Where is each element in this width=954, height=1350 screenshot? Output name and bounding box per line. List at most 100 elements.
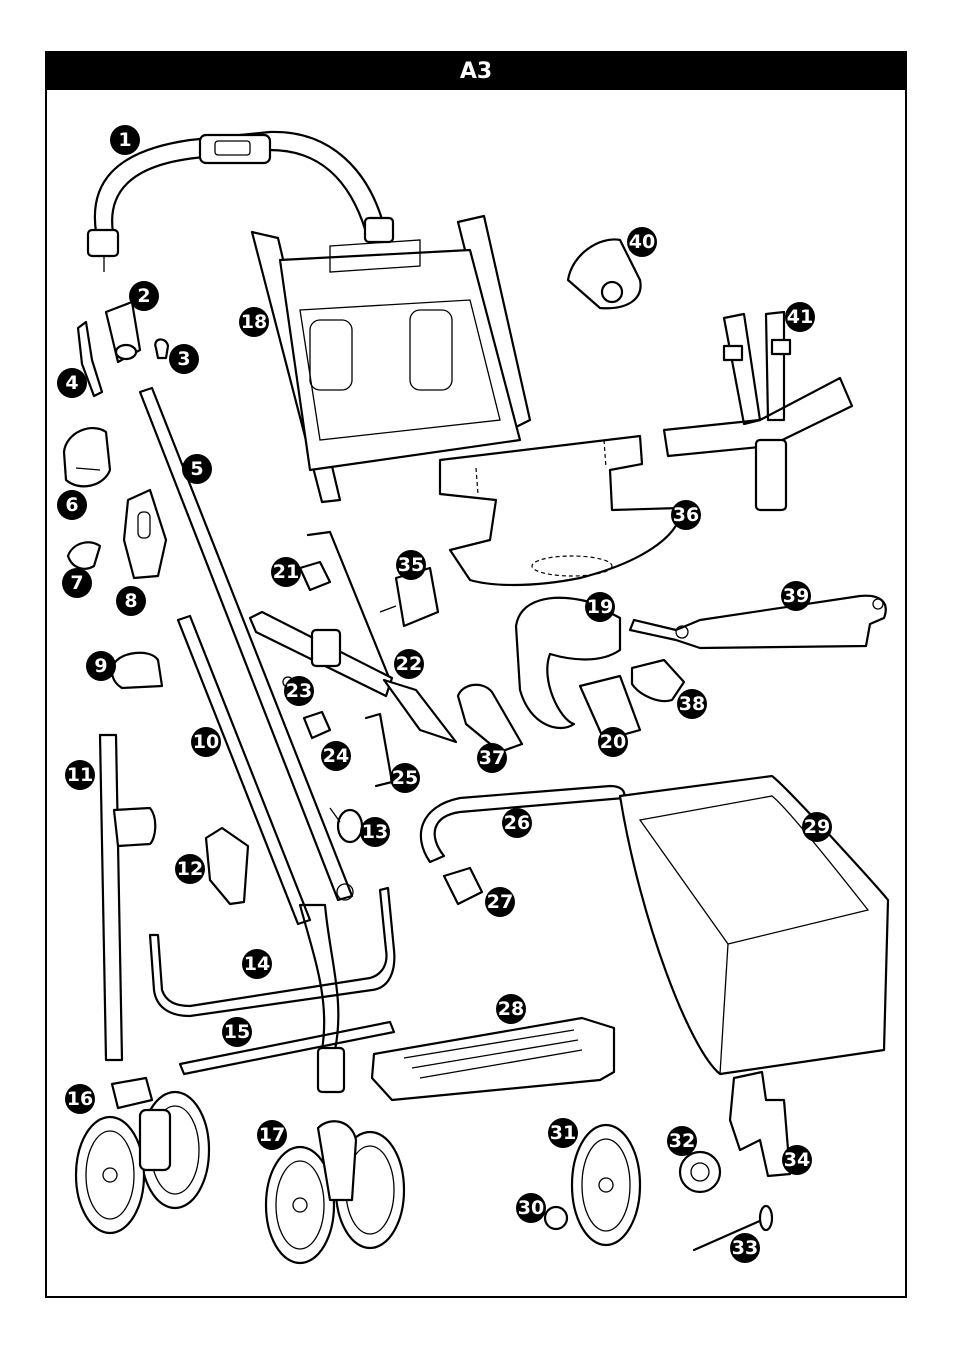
callout-8: 8: [116, 586, 146, 616]
svg-text:8: 8: [124, 590, 137, 612]
svg-text:32: 32: [669, 1130, 695, 1152]
callout-20: 20: [598, 727, 628, 757]
svg-text:19: 19: [587, 596, 613, 618]
callout-3: 3: [169, 344, 199, 374]
svg-text:17: 17: [259, 1124, 285, 1146]
svg-text:29: 29: [804, 816, 830, 838]
svg-text:35: 35: [398, 554, 424, 576]
basket-frame-part: [419, 784, 626, 906]
svg-text:31: 31: [550, 1122, 576, 1144]
svg-text:36: 36: [673, 504, 699, 526]
svg-text:24: 24: [323, 745, 349, 767]
callout-7: 7: [62, 568, 92, 598]
hinge-mechanism-parts: [248, 530, 458, 788]
callout-19: 19: [585, 592, 615, 622]
svg-text:6: 6: [65, 494, 78, 516]
diagram-frame: A3: [45, 51, 907, 1298]
callout-36: 36: [671, 500, 701, 530]
svg-text:4: 4: [65, 372, 78, 394]
svg-text:1: 1: [118, 129, 131, 151]
callout-38: 38: [677, 689, 707, 719]
callout-27: 27: [485, 887, 515, 917]
svg-text:5: 5: [190, 458, 203, 480]
footrest-part: [370, 1016, 616, 1102]
svg-text:18: 18: [241, 311, 267, 333]
callout-14: 14: [242, 949, 272, 979]
callout-12: 12: [175, 854, 205, 884]
axle-bar-part: [178, 1020, 396, 1076]
callout-41: 41: [785, 302, 815, 332]
callout-4: 4: [57, 368, 87, 398]
svg-text:33: 33: [732, 1237, 758, 1259]
svg-text:12: 12: [177, 858, 203, 880]
callout-28: 28: [496, 994, 526, 1024]
svg-text:10: 10: [193, 731, 219, 753]
callout-26: 26: [502, 808, 532, 838]
small-connector-parts: [76, 300, 170, 398]
svg-text:40: 40: [629, 231, 655, 253]
callout-6: 6: [57, 490, 87, 520]
callout-24: 24: [321, 741, 351, 771]
u-frame-part: [148, 886, 396, 1018]
armrest-parts: [456, 596, 686, 754]
svg-text:37: 37: [479, 747, 505, 769]
svg-text:27: 27: [487, 891, 513, 913]
callout-37: 37: [477, 743, 507, 773]
svg-text:15: 15: [224, 1021, 250, 1043]
callout-29: 29: [802, 812, 832, 842]
callout-21: 21: [271, 557, 301, 587]
svg-text:2: 2: [137, 285, 150, 307]
svg-text:28: 28: [498, 998, 524, 1020]
section-title: A3: [47, 53, 905, 90]
svg-text:26: 26: [504, 812, 530, 834]
harness-part: [662, 310, 854, 512]
callout-11: 11: [65, 760, 95, 790]
rear-hub-parts: [543, 1070, 792, 1252]
svg-text:34: 34: [784, 1149, 810, 1171]
callout-23: 23: [284, 676, 314, 706]
callout-5: 5: [182, 454, 212, 484]
front-wheel-set-part: [264, 1120, 406, 1265]
svg-text:16: 16: [67, 1088, 93, 1110]
callout-15: 15: [222, 1017, 252, 1047]
svg-text:39: 39: [783, 585, 809, 607]
callout-2: 2: [129, 281, 159, 311]
callout-40: 40: [627, 227, 657, 257]
bumper-bar-part: [628, 594, 887, 650]
callout-18: 18: [239, 307, 269, 337]
side-tube-part: [98, 733, 157, 1062]
callout-39: 39: [781, 581, 811, 611]
svg-text:3: 3: [177, 348, 190, 370]
svg-text:14: 14: [244, 953, 270, 975]
svg-text:23: 23: [286, 680, 312, 702]
callout-1: 1: [110, 125, 140, 155]
svg-text:38: 38: [679, 693, 705, 715]
callout-31: 31: [548, 1118, 578, 1148]
handlebar-part: [86, 130, 395, 272]
callout-22: 22: [394, 649, 424, 679]
svg-text:25: 25: [392, 767, 418, 789]
basket-part: [618, 774, 890, 1076]
callout-13: 13: [360, 817, 390, 847]
svg-text:30: 30: [518, 1197, 544, 1219]
buckle-part: [566, 238, 642, 310]
front-leg-tube-part: [176, 614, 346, 1094]
clip-parts: [62, 427, 168, 690]
callout-34: 34: [782, 1145, 812, 1175]
callout-17: 17: [257, 1120, 287, 1150]
callout-33: 33: [730, 1233, 760, 1263]
callout-30: 30: [516, 1193, 546, 1223]
svg-text:7: 7: [70, 572, 83, 594]
callout-35: 35: [396, 550, 426, 580]
callout-25: 25: [390, 763, 420, 793]
seat-frame-part: [250, 214, 532, 504]
lock-parts: [204, 807, 364, 906]
svg-text:11: 11: [67, 764, 93, 786]
callout-10: 10: [191, 727, 221, 757]
seat-bottom-part: [438, 434, 682, 587]
callout-9: 9: [86, 651, 116, 681]
svg-text:9: 9: [94, 655, 107, 677]
rear-wheel-set-part: [74, 1076, 211, 1235]
svg-text:20: 20: [600, 731, 626, 753]
